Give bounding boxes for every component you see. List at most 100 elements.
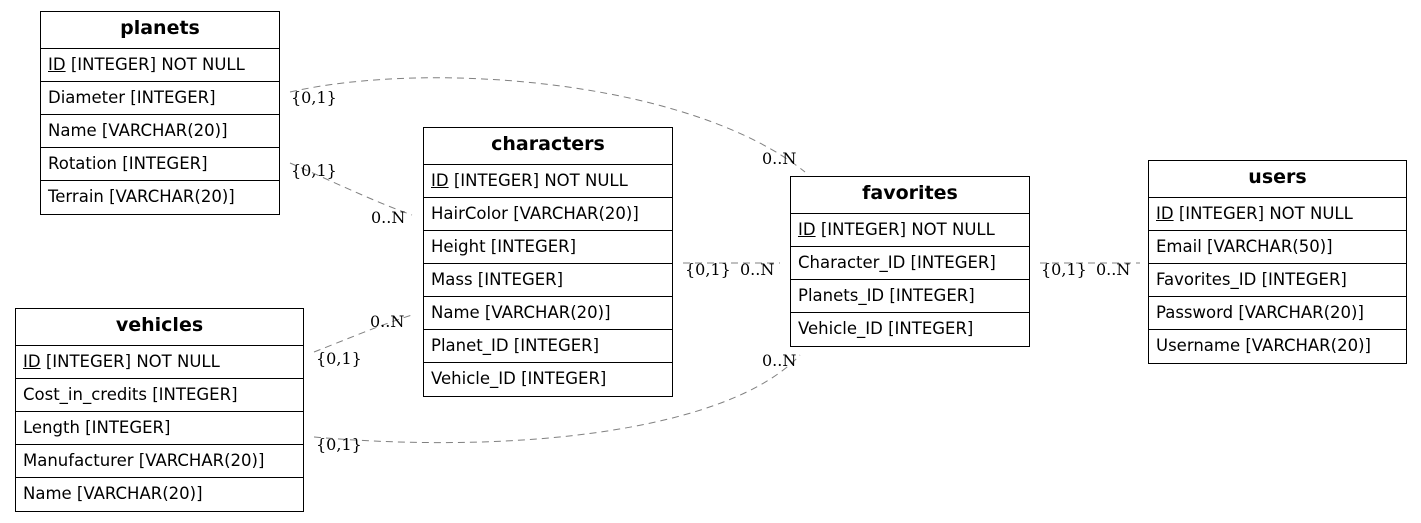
- attribute-name: ID: [798, 220, 816, 239]
- cardinality-label: 0..N: [762, 149, 797, 168]
- edge-planets-characters: [289, 162, 413, 216]
- attribute-name: ID: [48, 55, 66, 74]
- attribute-type: [INTEGER]: [472, 270, 564, 289]
- entity-title: favorites: [791, 177, 1029, 214]
- attribute-row: Favorites_ID [INTEGER]: [1149, 264, 1406, 297]
- attribute-name: ID: [431, 171, 449, 190]
- attribute-name: Manufacturer: [23, 451, 134, 470]
- attribute-list: ID [INTEGER] NOT NULL Email [VARCHAR(50)]…: [1149, 198, 1406, 363]
- entity-users: users ID [INTEGER] NOT NULL Email [VARCHA…: [1148, 160, 1407, 364]
- entity-title: users: [1149, 161, 1406, 198]
- attribute-row: Mass [INTEGER]: [424, 264, 672, 297]
- cardinality-label: 0..N: [1096, 260, 1131, 279]
- attribute-row: Vehicle_ID [INTEGER]: [791, 313, 1029, 346]
- attribute-name: Favorites_ID: [1156, 270, 1257, 289]
- cardinality-label: 0..N: [370, 312, 405, 331]
- attribute-name: Password: [1156, 303, 1234, 322]
- attribute-row: Password [VARCHAR(20)]: [1149, 297, 1406, 330]
- attribute-type: [INTEGER]: [515, 369, 607, 388]
- attribute-type: [VARCHAR(20)]: [133, 451, 265, 470]
- attribute-name: Terrain: [48, 187, 104, 206]
- attribute-row: Height [INTEGER]: [424, 231, 672, 264]
- attribute-type: [INTEGER]: [508, 336, 600, 355]
- attribute-row: Manufacturer [VARCHAR(20)]: [16, 445, 303, 478]
- attribute-name: Mass: [431, 270, 473, 289]
- attribute-type: [INTEGER]: [1256, 270, 1347, 289]
- attribute-row: Length [INTEGER]: [16, 412, 303, 445]
- attribute-row: ID [INTEGER] NOT NULL: [41, 49, 279, 82]
- attribute-name: Cost_in_credits: [23, 385, 147, 404]
- attribute-row: ID [INTEGER] NOT NULL: [16, 346, 303, 379]
- attribute-type: [INTEGER] NOT NULL: [448, 171, 628, 190]
- attribute-name: Planet_ID: [431, 336, 509, 355]
- edge-vehicles-favorites: [313, 354, 801, 444]
- attribute-type: [INTEGER]: [884, 286, 975, 305]
- edge-vehicles-characters: [313, 314, 413, 353]
- attribute-name: Height: [431, 237, 486, 256]
- cardinality-label: {0,1}: [685, 260, 731, 279]
- attribute-type: [INTEGER]: [79, 418, 171, 437]
- cardinality-label: 0..N: [740, 260, 775, 279]
- attribute-type: [INTEGER] NOT NULL: [815, 220, 995, 239]
- cardinality-label: {0,1}: [291, 161, 337, 180]
- entity-title: vehicles: [16, 309, 303, 346]
- entity-title: planets: [41, 12, 279, 49]
- attribute-name: Rotation: [48, 154, 118, 173]
- attribute-name: Character_ID: [798, 253, 906, 272]
- attribute-row: Character_ID [INTEGER]: [791, 247, 1029, 280]
- attribute-name: Username: [1156, 336, 1241, 355]
- attribute-row: ID [INTEGER] NOT NULL: [791, 214, 1029, 247]
- attribute-type: [INTEGER] NOT NULL: [65, 55, 245, 74]
- attribute-type: [VARCHAR(20)]: [479, 303, 611, 322]
- attribute-row: Name [VARCHAR(20)]: [424, 297, 672, 330]
- cardinality-label: {0,1}: [316, 435, 362, 454]
- attribute-name: Name: [23, 484, 72, 503]
- attribute-type: [VARCHAR(20)]: [71, 484, 203, 503]
- attribute-name: Length: [23, 418, 80, 437]
- attribute-type: [INTEGER]: [147, 385, 238, 404]
- attribute-name: Vehicle_ID: [431, 369, 516, 388]
- cardinality-label: {0,1}: [316, 349, 362, 368]
- attribute-row: ID [INTEGER] NOT NULL: [424, 165, 672, 198]
- attribute-type: [INTEGER]: [882, 319, 974, 338]
- edge-planets-favorites: [289, 77, 806, 173]
- attribute-row: Cost_in_credits [INTEGER]: [16, 379, 303, 412]
- attribute-type: [INTEGER] NOT NULL: [1173, 204, 1353, 223]
- attribute-row: Email [VARCHAR(50)]: [1149, 231, 1406, 264]
- attribute-type: [VARCHAR(20)]: [507, 204, 639, 223]
- attribute-row: Vehicle_ID [INTEGER]: [424, 363, 672, 396]
- attribute-name: ID: [23, 352, 41, 371]
- cardinality-label: {0,1}: [1041, 260, 1087, 279]
- attribute-row: Name [VARCHAR(20)]: [16, 478, 303, 511]
- attribute-name: Email: [1156, 237, 1202, 256]
- attribute-type: [INTEGER]: [117, 154, 208, 173]
- attribute-row: Planets_ID [INTEGER]: [791, 280, 1029, 313]
- attribute-row: Diameter [INTEGER]: [41, 82, 279, 115]
- attribute-row: Name [VARCHAR(20)]: [41, 115, 279, 148]
- attribute-name: ID: [1156, 204, 1174, 223]
- cardinality-label: {0,1}: [291, 88, 337, 107]
- cardinality-label: 0..N: [371, 208, 406, 227]
- attribute-name: Vehicle_ID: [798, 319, 883, 338]
- attribute-row: Terrain [VARCHAR(20)]: [41, 181, 279, 214]
- attribute-row: Username [VARCHAR(20)]: [1149, 330, 1406, 363]
- attribute-name: HairColor: [431, 204, 508, 223]
- attribute-type: [INTEGER]: [125, 88, 216, 107]
- attribute-row: HairColor [VARCHAR(20)]: [424, 198, 672, 231]
- attribute-name: Name: [431, 303, 480, 322]
- attribute-row: Planet_ID [INTEGER]: [424, 330, 672, 363]
- attribute-type: [VARCHAR(20)]: [1233, 303, 1364, 322]
- attribute-type: [INTEGER]: [905, 253, 996, 272]
- cardinality-label: 0..N: [762, 351, 797, 370]
- attribute-row: Rotation [INTEGER]: [41, 148, 279, 181]
